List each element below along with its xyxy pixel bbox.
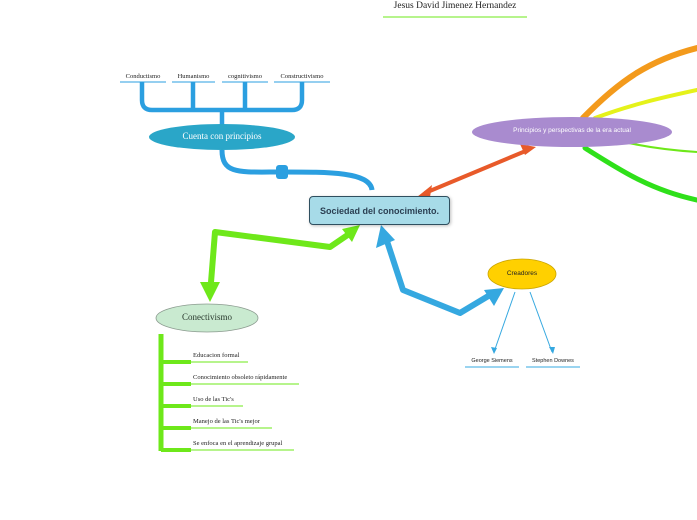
- principios-node[interactable]: Cuenta con principios: [182, 131, 262, 141]
- connector-central-perspectivas: [424, 148, 529, 195]
- conectivismo-node-shape: [155, 303, 259, 333]
- principios-child[interactable]: Conductismo: [125, 73, 161, 80]
- arrowhead: [200, 282, 220, 302]
- arrowhead: [549, 347, 555, 354]
- connector-principios-central: [219, 149, 375, 191]
- branch-yellow: [593, 88, 697, 120]
- arrowhead: [417, 185, 432, 197]
- creadores-child[interactable]: George Siemens: [471, 358, 513, 364]
- principios-node-shape: [149, 124, 295, 150]
- arrowhead: [491, 347, 497, 354]
- creadores-link: [493, 291, 516, 353]
- branch-orange: [580, 45, 697, 121]
- conectivismo-child[interactable]: Se enfoca en el aprendizaje grupal: [193, 440, 283, 447]
- conectivismo-child[interactable]: Educacion formal: [193, 352, 240, 359]
- connector-handle[interactable]: [276, 165, 288, 179]
- author-name: Jesus David Jimenez Hernandez: [393, 1, 517, 11]
- perspectivas-node[interactable]: Principios y perspectivas de la era actu…: [513, 127, 631, 134]
- conectivismo-node[interactable]: Conectivismo: [182, 312, 232, 322]
- principios-bracket: [139, 82, 305, 113]
- principios-child[interactable]: cognitivismo: [228, 73, 262, 80]
- arrowhead: [376, 225, 395, 248]
- perspectivas-node-shape: [472, 117, 672, 147]
- conectivismo-child[interactable]: Uso de las Tic's: [193, 396, 234, 403]
- central-topic[interactable]: Sociedad del conocimiento.: [309, 196, 450, 225]
- creadores-node[interactable]: Creadores: [506, 270, 538, 277]
- connector-central-conectivismo: [207, 229, 354, 296]
- principios-child[interactable]: Humanismo: [177, 73, 210, 80]
- arrowhead: [520, 144, 536, 155]
- conectivismo-child[interactable]: Manejo de las Tic's mejor: [193, 418, 260, 425]
- branch-green-thick: [582, 145, 697, 203]
- creadores-link: [529, 291, 553, 353]
- creadores-node-shape: [487, 258, 557, 290]
- conectivismo-child[interactable]: Conocimiento obsoleto rápidamente: [193, 374, 288, 381]
- connector-central-creadores: [382, 234, 497, 316]
- arrowhead: [484, 288, 504, 306]
- arrowhead: [342, 225, 360, 242]
- principios-child[interactable]: Constructivismo: [280, 73, 324, 80]
- creadores-child[interactable]: Stephen Downes: [532, 358, 574, 364]
